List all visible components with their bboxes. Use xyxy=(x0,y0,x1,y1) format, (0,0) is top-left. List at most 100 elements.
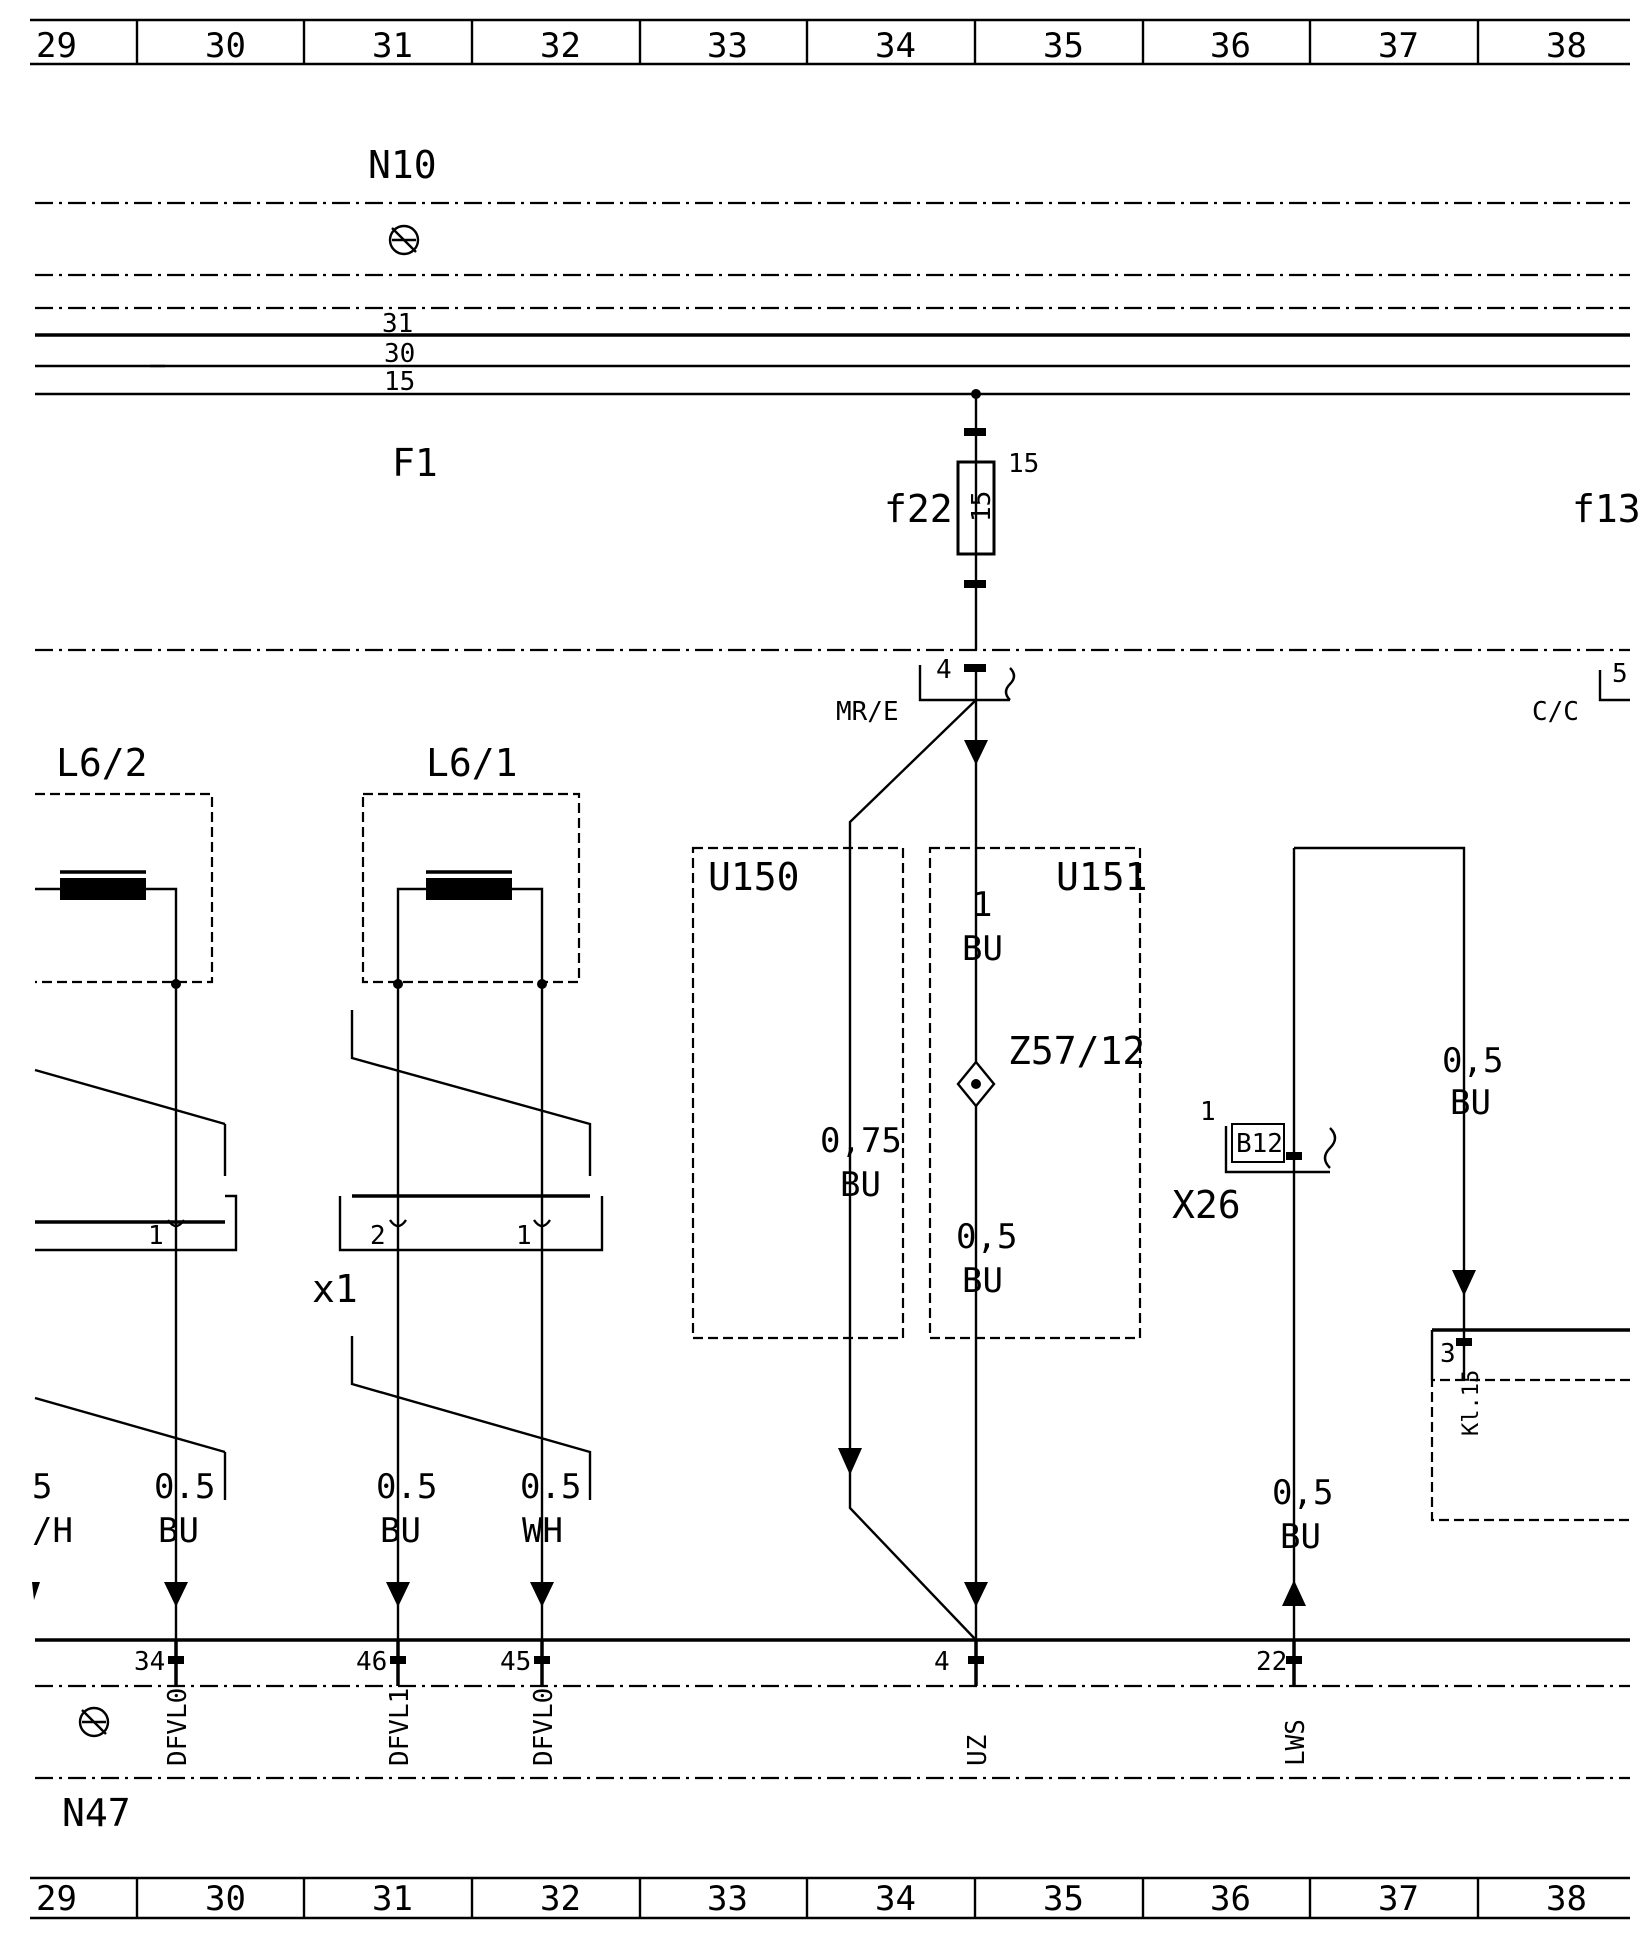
grid-label-top: 36 xyxy=(1210,26,1251,66)
wire-size: 0,5 xyxy=(1442,1041,1503,1081)
n47-label: N47 xyxy=(62,1791,131,1835)
wire-color: /H xyxy=(32,1511,73,1551)
b12-pin-label: 1 xyxy=(1200,1097,1216,1127)
bus-lines: 31 30 15 xyxy=(35,309,1630,397)
wire-color: BU xyxy=(380,1511,421,1551)
arrow-down-icon xyxy=(386,1582,410,1607)
n47-pin: 34 xyxy=(134,1647,165,1677)
n47-pin: 45 xyxy=(500,1647,531,1677)
arrow-down-icon xyxy=(1452,1270,1476,1296)
wire-color: BU xyxy=(1280,1517,1321,1557)
fuse-rating: 15 xyxy=(967,491,997,522)
bus-label-31: 31 xyxy=(382,309,413,339)
grid-label-bottom: 33 xyxy=(707,1879,748,1919)
grid-label-top: 33 xyxy=(707,26,748,66)
x26-connector: 1 B12 X26 0,5 BU xyxy=(1172,846,1466,1640)
ground-symbol-icon xyxy=(388,224,420,256)
wire-color: BU xyxy=(962,929,1003,969)
wire-size: 0.5 xyxy=(376,1467,437,1507)
grid-label-bottom: 36 xyxy=(1210,1879,1251,1919)
u150-label: U150 xyxy=(708,855,800,899)
u150-box: U150 0,75 BU xyxy=(691,846,905,1340)
arrow-up-icon xyxy=(1282,1580,1306,1606)
grid-label-bottom: 31 xyxy=(372,1879,413,1919)
x1-connector: 1 2 1 x1 xyxy=(34,1010,604,1500)
n47-signal: DFVL0 xyxy=(529,1688,559,1766)
grid-label-bottom: 37 xyxy=(1378,1879,1419,1919)
arrow-down-icon xyxy=(964,1582,988,1607)
wire-size: 0,75 xyxy=(820,1121,902,1161)
top-grid-ruler: 29 30 31 32 33 34 35 36 37 38 xyxy=(30,18,1630,66)
grid-label-bottom: 35 xyxy=(1043,1879,1084,1919)
grid-label-bottom: 34 xyxy=(875,1879,916,1919)
f22-label: f22 xyxy=(884,487,953,531)
u151-box: U151 1 BU Z57/12 0,5 BU xyxy=(928,846,1148,1340)
bus-label-30: 30 xyxy=(384,339,415,369)
wire-size: 0.5 xyxy=(520,1467,581,1507)
cc-pin-label: 5 xyxy=(1612,659,1628,689)
wire-size: 0.5 xyxy=(154,1467,215,1507)
grid-label-top: 30 xyxy=(205,26,246,66)
coil-icon xyxy=(426,878,512,900)
grid-label-top: 32 xyxy=(540,26,581,66)
wire-size: 1 xyxy=(972,885,992,925)
x26-label: X26 xyxy=(1172,1183,1241,1227)
n10-label: N10 xyxy=(368,143,437,187)
n47-signal: DFVL0 xyxy=(163,1688,193,1766)
bottom-grid-ruler: 29 30 31 32 33 34 35 36 37 38 xyxy=(30,1876,1630,1920)
l6-1-label: L6/1 xyxy=(426,741,518,785)
grid-label-top: 35 xyxy=(1043,26,1084,66)
n47-signal: DFVL1 xyxy=(385,1688,415,1766)
grid-label-top: 29 xyxy=(36,26,77,66)
wire-size: 0,5 xyxy=(956,1217,1017,1257)
wire-color: WH xyxy=(522,1511,563,1551)
grid-label-bottom: 32 xyxy=(540,1879,581,1919)
grid-label-bottom: 29 xyxy=(36,1879,77,1919)
uz-wire xyxy=(838,699,988,1660)
fuse-pin-label: 15 xyxy=(1008,449,1039,479)
mre-pin-label: 4 xyxy=(936,655,952,685)
l6-2-label: L6/2 xyxy=(56,741,148,785)
arrow-down-icon xyxy=(164,1582,188,1607)
u151-label: U151 xyxy=(1056,855,1148,899)
wire-size: 5 xyxy=(32,1467,52,1507)
arrow-down-icon xyxy=(838,1448,862,1475)
grid-label-top: 34 xyxy=(875,26,916,66)
ground-symbol-icon xyxy=(78,1706,110,1738)
grid-label-bottom: 30 xyxy=(205,1879,246,1919)
cc-label: C/C xyxy=(1532,697,1579,727)
wire-color: BU xyxy=(840,1165,881,1205)
n47-pin: 4 xyxy=(934,1647,950,1677)
wire-size: 0,5 xyxy=(1272,1473,1333,1513)
n47-signal: LWS xyxy=(1281,1719,1311,1766)
bus-label-15: 15 xyxy=(384,367,415,397)
b12-label: B12 xyxy=(1236,1129,1283,1159)
mre-label: MR/E xyxy=(836,697,899,727)
wire-color: BU xyxy=(158,1511,199,1551)
n47-pin: 22 xyxy=(1256,1647,1287,1677)
n47-signal: UZ xyxy=(963,1735,993,1766)
l6-2-sensor: L6/2 0.5 BU 5 /H xyxy=(32,741,215,1640)
pin-label: 1 xyxy=(148,1221,164,1251)
l6-1-sensor: L6/1 0.5 BU 0.5 WH xyxy=(361,741,581,1640)
wire-color: BU xyxy=(1450,1083,1491,1123)
kl15-connector: 0,5 BU 3 Kl.15 xyxy=(1430,1041,1630,1522)
kl15-pin-label: 3 xyxy=(1440,1339,1456,1369)
n47-pin: 46 xyxy=(356,1647,387,1677)
coil-icon xyxy=(60,878,146,900)
n47-module: N47 34 DFVL0 46 DFVL1 45 DFVL0 4 UZ 22 L… xyxy=(35,1638,1630,1835)
x1-label: x1 xyxy=(312,1267,358,1311)
kl15-label: Kl.15 xyxy=(1459,1370,1484,1436)
pin-label: 1 xyxy=(516,1221,532,1251)
grid-label-bottom: 38 xyxy=(1546,1879,1587,1919)
mre-connector: 4 MR/E C/C 5 xyxy=(836,655,1630,727)
wire-color: BU xyxy=(962,1261,1003,1301)
n10-module: N10 xyxy=(35,143,1630,310)
f1-fuse-box: F1 15 f22 15 f13 xyxy=(35,389,1641,652)
f13-label: f13 xyxy=(1572,487,1641,531)
grid-label-top: 37 xyxy=(1378,26,1419,66)
f1-label: F1 xyxy=(392,441,438,485)
arrow-down-icon xyxy=(530,1582,554,1607)
grid-label-top: 31 xyxy=(372,26,413,66)
